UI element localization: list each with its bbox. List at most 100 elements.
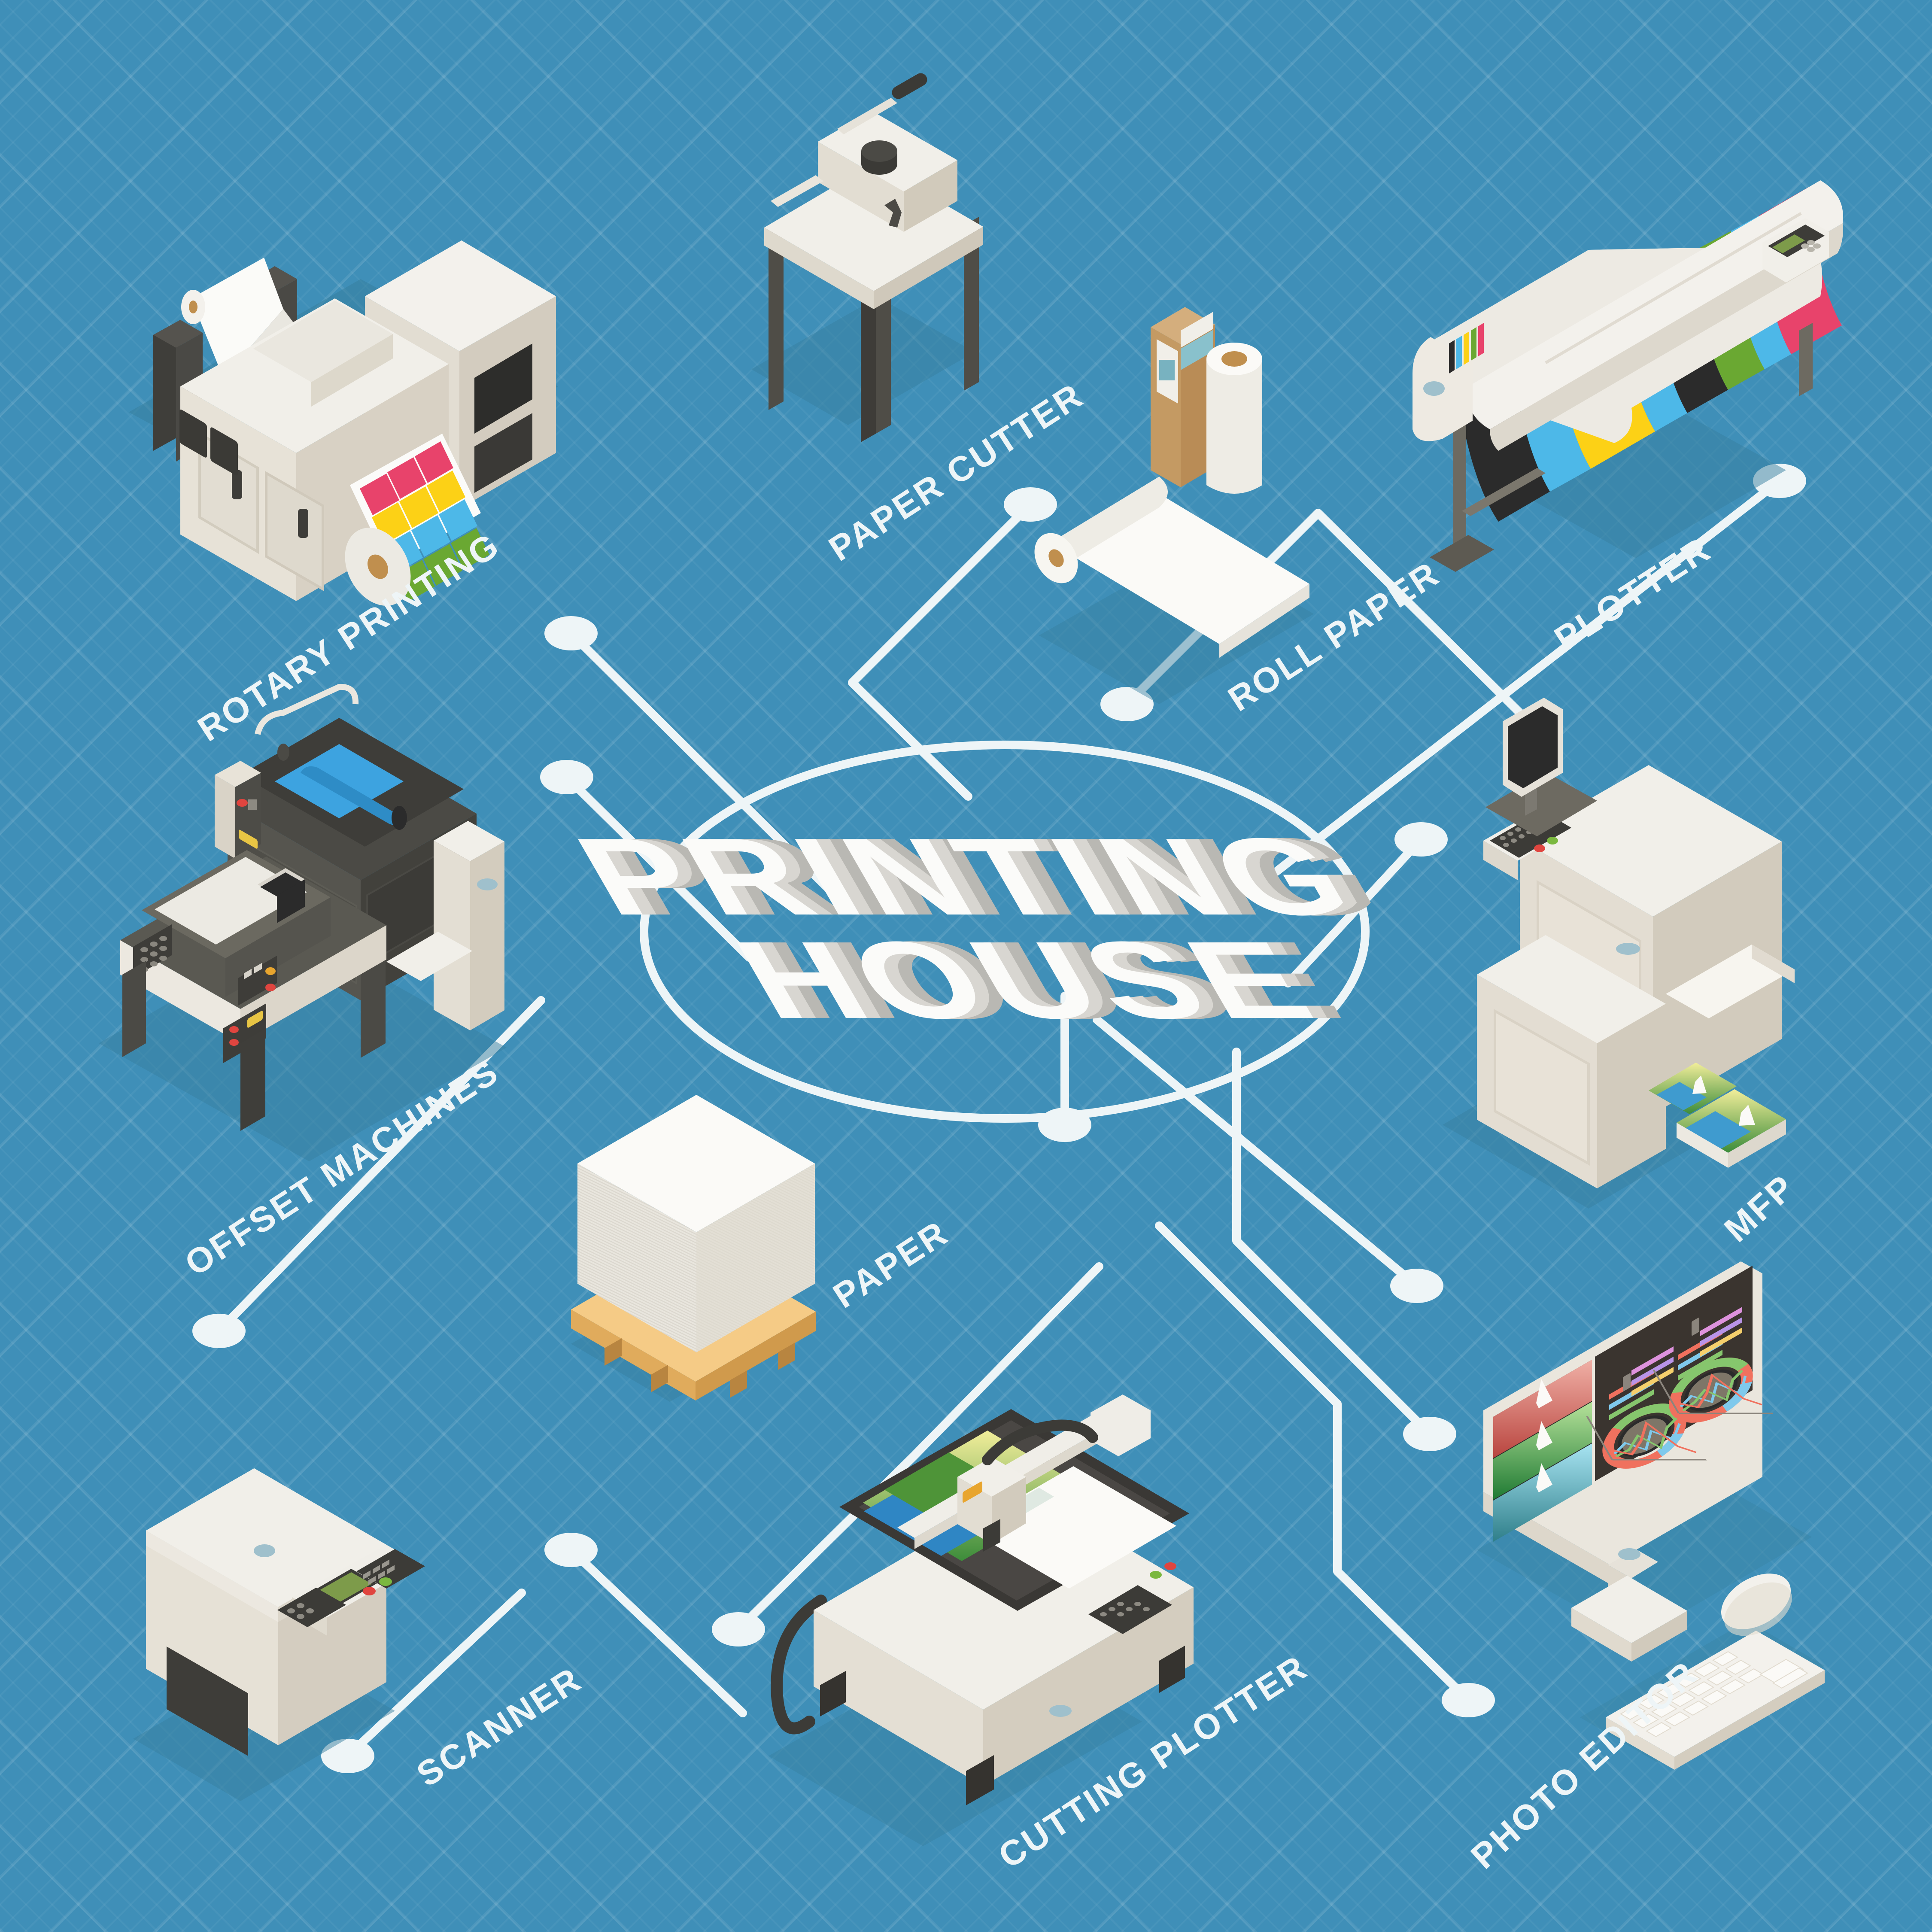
rotary-body-hump-side — [311, 334, 393, 407]
title-line1: PRINTING — [554, 815, 1379, 938]
rotary-body-hump — [253, 301, 393, 382]
rotary-panel-1[interactable] — [179, 408, 207, 459]
rotary-cabinet-top — [365, 240, 556, 351]
mfp-btn-green[interactable] — [1547, 837, 1558, 844]
scanner-machine[interactable] — [133, 1468, 425, 1801]
title-line1-mid: PRINTING — [568, 815, 1394, 938]
rotary-cabinet-slot — [474, 413, 532, 493]
scanner-front-panel — [167, 1646, 248, 1756]
photoed-logo-dot — [1618, 1548, 1640, 1560]
paper-cutter-machine[interactable] — [751, 71, 983, 442]
offset-leg-3 — [361, 960, 386, 1058]
cutplot-btn-red[interactable] — [1164, 1562, 1176, 1570]
mfp-btn-red[interactable] — [1534, 844, 1545, 852]
cutter-table-right — [874, 227, 983, 309]
dot-roll-paper[interactable] — [1100, 687, 1154, 721]
scanner-btn-green[interactable] — [379, 1577, 392, 1586]
cutter-knob-top — [861, 140, 897, 162]
offset-console-right — [240, 925, 386, 1043]
mfp-machine[interactable] — [1443, 698, 1795, 1209]
center-circle — [640, 741, 1370, 1123]
rotary-post-left-top — [153, 320, 203, 348]
plotter-ink-indicators — [1449, 323, 1484, 374]
title-line2-mid: HOUSE — [728, 919, 1353, 1041]
offset-tray — [386, 932, 472, 981]
mfp-base-right — [1597, 1004, 1666, 1188]
offset-drum-end — [392, 806, 407, 830]
cutplot-btn-green[interactable] — [1150, 1571, 1162, 1579]
photoed-photo-red — [1493, 1360, 1592, 1458]
mfp-photo-2-sail — [1739, 1105, 1755, 1126]
offset-btn-r1[interactable] — [229, 1026, 239, 1033]
connector-mfp-lower — [1093, 1015, 1421, 1290]
cutter-table-left — [764, 228, 874, 309]
dot-mfp[interactable] — [1394, 822, 1448, 857]
pallet-notch-2 — [651, 1365, 668, 1392]
connector-cutting-plotter — [734, 1262, 1103, 1634]
connector-roll-paper — [1123, 509, 1533, 726]
dot-scanner[interactable] — [544, 1533, 598, 1567]
rollpaper-box-swatch — [1159, 360, 1175, 380]
rollpaper-lying-core — [1048, 549, 1064, 567]
connector-scanner — [567, 1546, 747, 1717]
plotter-body-seam — [1545, 212, 1802, 365]
rotary-printing-machine[interactable] — [129, 240, 558, 617]
rotary-door-2 — [265, 471, 324, 592]
dot-offset-machines[interactable] — [540, 760, 593, 794]
cutting-plotter-machine[interactable] — [769, 1394, 1194, 1846]
mfp-panel-side — [1483, 841, 1518, 880]
dot-photo-editor[interactable] — [1442, 1683, 1495, 1717]
plotter-panel-buttons[interactable] — [1801, 240, 1821, 252]
offset-drum-end2 — [277, 744, 289, 761]
dot-mfp-lower[interactable] — [1390, 1269, 1443, 1303]
cutter-block-left — [818, 142, 904, 232]
rollpaper-box-label2 — [1181, 330, 1213, 370]
offset-ctrl-buttons[interactable] — [237, 799, 257, 810]
cutplot-foot-1 — [820, 1671, 846, 1716]
plotter-crossbar — [1462, 468, 1546, 516]
cutter-lever-handle[interactable] — [890, 71, 930, 101]
cutter-side-crank[interactable] — [884, 199, 902, 228]
dot-cutting-plotter[interactable] — [712, 1612, 765, 1646]
roll-paper-stock[interactable] — [1026, 307, 1314, 704]
scanner-arrow-keys[interactable] — [287, 1603, 314, 1619]
photoed-stand-base-side2 — [1631, 1611, 1687, 1662]
cutplot-foot-3 — [1159, 1646, 1185, 1693]
scanner-btn-red[interactable] — [363, 1587, 376, 1595]
cutplot-base-left — [814, 1610, 983, 1786]
offset-monitor-body — [277, 879, 305, 923]
offset-leg-2 — [240, 1029, 265, 1131]
scanner-keypad-area[interactable] — [277, 1588, 346, 1627]
title-line2: HOUSE — [714, 919, 1340, 1041]
cutter-fence — [771, 175, 823, 207]
photoed-keyboard[interactable] — [1606, 1631, 1825, 1770]
cutplot-side-dot — [1049, 1705, 1072, 1717]
photo-editor-workstation[interactable] — [1477, 1261, 1825, 1770]
dot-paper[interactable] — [1038, 1108, 1091, 1142]
mfp-photo-stack2 — [1728, 1119, 1786, 1168]
photoed-sliders-left[interactable] — [1609, 1346, 1674, 1420]
dot-cutting-branch[interactable] — [1403, 1417, 1456, 1451]
rotary-cabinet-screen — [474, 343, 532, 434]
mfp-photo-2-sea — [1685, 1111, 1751, 1149]
connector-paper-cutter — [848, 500, 1035, 801]
offset-machine[interactable] — [99, 683, 507, 1161]
offset-right-cab-left — [434, 841, 470, 1030]
cutter-leg-2 — [861, 270, 876, 442]
rollpaper-box-top — [1151, 307, 1215, 344]
rotary-panel-2[interactable] — [210, 426, 238, 477]
rollpaper-sheet — [1069, 494, 1309, 644]
mfp-tray-lip — [1752, 945, 1795, 983]
paper-stack[interactable] — [571, 1095, 816, 1402]
mfp-door-handle[interactable] — [1616, 943, 1640, 955]
plotter-machine[interactable] — [1413, 180, 1843, 572]
offset-btn-r2[interactable] — [229, 1039, 239, 1046]
dot-rotary-printing[interactable] — [544, 616, 598, 650]
rotary-door-handle-1 — [232, 470, 242, 499]
offset-keypad-left-keys — [140, 936, 167, 972]
connector-rotary-printing — [567, 629, 841, 902]
rotary-door-handle-2 — [298, 509, 308, 538]
dot-paper-cutter[interactable] — [1004, 487, 1057, 522]
photoed-stand-base-side — [1571, 1608, 1631, 1662]
